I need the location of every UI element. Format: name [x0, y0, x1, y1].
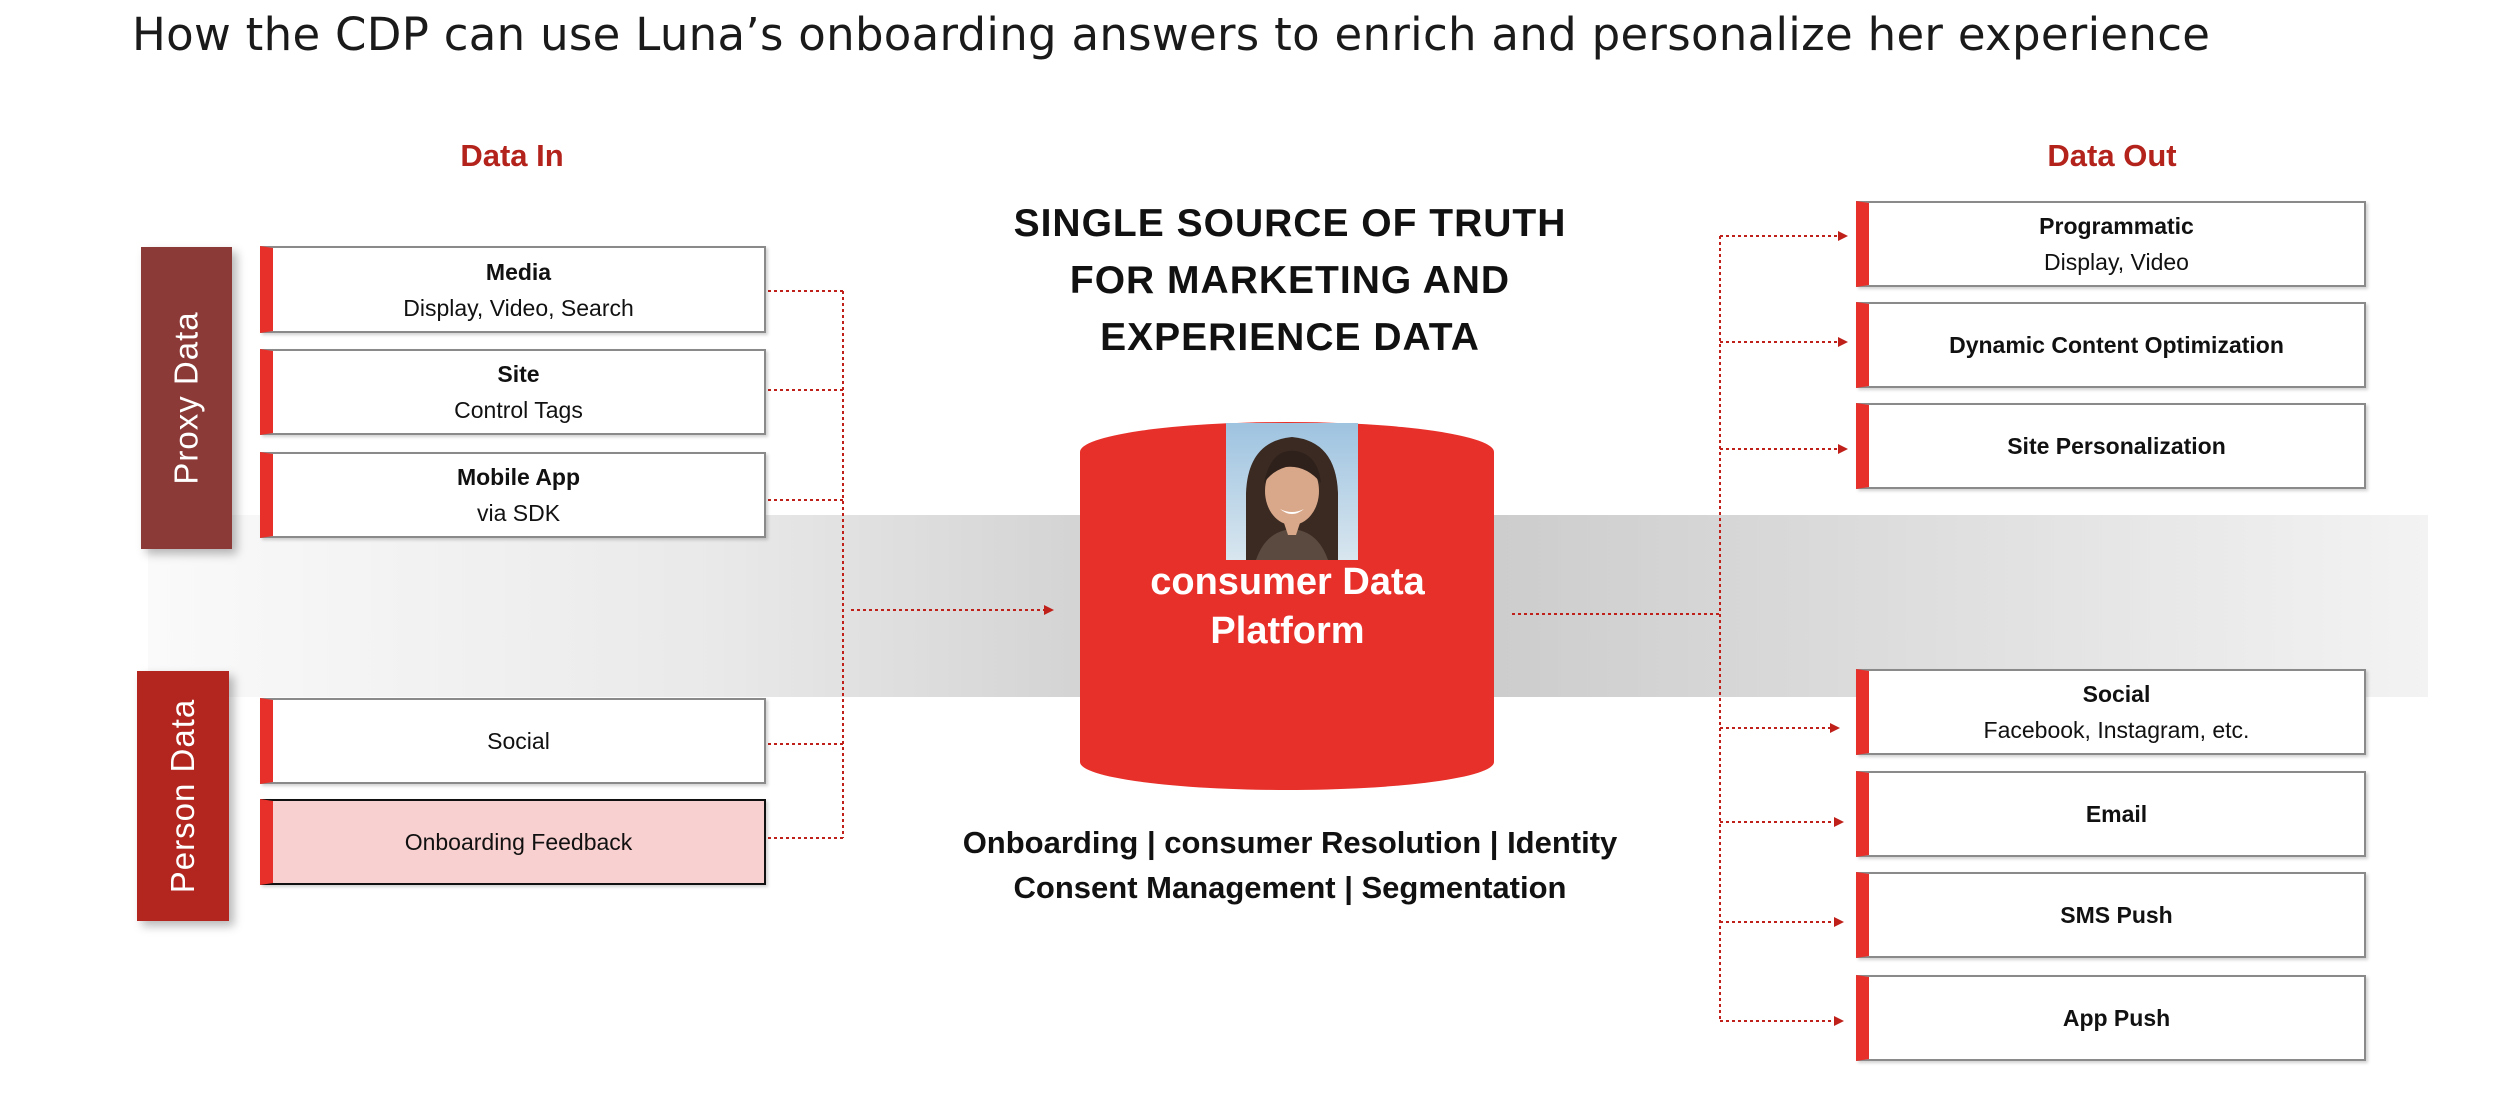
person-data-sidebar: Person Data	[137, 671, 229, 921]
source-social-label: Social	[487, 728, 550, 754]
target-sms-push-title: SMS Push	[2060, 902, 2173, 928]
data-out-heading: Data Out	[2047, 138, 2177, 173]
target-email-title: Email	[2085, 801, 2148, 827]
target-app-push-title: App Push	[2062, 1005, 2171, 1031]
target-social-title: Social	[2082, 681, 2151, 707]
target-programmatic-subtitle: Display, Video	[2044, 249, 2189, 275]
capabilities-line-2: Consent Management | Segmentation	[1013, 870, 1567, 905]
source-site: Site Control Tags	[260, 349, 766, 435]
source-mobile-app: Mobile App via SDK	[260, 452, 766, 538]
target-programmatic-title: Programmatic	[2039, 213, 2194, 239]
cdp-label: consumer Data Platform	[1080, 558, 1495, 656]
source-social: Social	[260, 698, 766, 784]
source-onboarding-feedback-label: Onboarding Feedback	[404, 829, 633, 855]
capabilities-line-1: Onboarding | consumer Resolution | Ident…	[962, 825, 1618, 860]
cdp-label-line-1: consumer Data	[1150, 561, 1425, 603]
cdp-label-line-2: Platform	[1210, 610, 1365, 652]
target-sms-push: SMS Push	[1856, 872, 2366, 958]
source-mobile-app-title: Mobile App	[456, 464, 581, 490]
proxy-data-label: Proxy Data	[167, 311, 205, 485]
target-programmatic: Programmatic Display, Video	[1856, 201, 2366, 287]
target-social-subtitle: Facebook, Instagram, etc.	[1983, 717, 2250, 743]
source-media-subtitle: Display, Video, Search	[403, 294, 634, 321]
data-in-heading: Data In	[460, 138, 564, 173]
sst-line-2: FOR MARKETING AND	[1069, 259, 1511, 302]
target-site-personalization-title: Site Personalization	[2007, 433, 2226, 459]
page-title: How the CDP can use Luna’s onboarding an…	[132, 8, 2211, 61]
target-social: Social Facebook, Instagram, etc.	[1856, 669, 2366, 755]
sst-line-3: EXPERIENCE DATA	[1100, 316, 1480, 359]
portrait-icon	[1226, 423, 1358, 560]
source-site-title: Site	[497, 361, 540, 387]
target-dco-title: Dynamic Content Optimization	[1949, 332, 2284, 358]
target-email: Email	[1856, 771, 2366, 857]
sst-line-1: SINGLE SOURCE OF TRUTH	[1013, 202, 1567, 245]
source-site-subtitle: Control Tags	[454, 397, 583, 423]
source-onboarding-feedback: Onboarding Feedback	[260, 799, 766, 885]
proxy-data-sidebar: Proxy Data	[141, 247, 232, 549]
target-dynamic-content-optimization: Dynamic Content Optimization	[1856, 302, 2366, 388]
source-mobile-app-subtitle: via SDK	[476, 500, 561, 526]
source-media-title: Media	[485, 258, 552, 285]
cdp-capabilities: Onboarding | consumer Resolution | Ident…	[900, 820, 1680, 910]
target-app-push: App Push	[1856, 975, 2366, 1061]
source-media: Media Display, Video, Search	[260, 246, 766, 333]
single-source-of-truth-heading: SINGLE SOURCE OF TRUTH FOR MARKETING AND…	[945, 195, 1635, 366]
person-data-label: Person Data	[164, 698, 201, 894]
target-site-personalization: Site Personalization	[1856, 403, 2366, 489]
